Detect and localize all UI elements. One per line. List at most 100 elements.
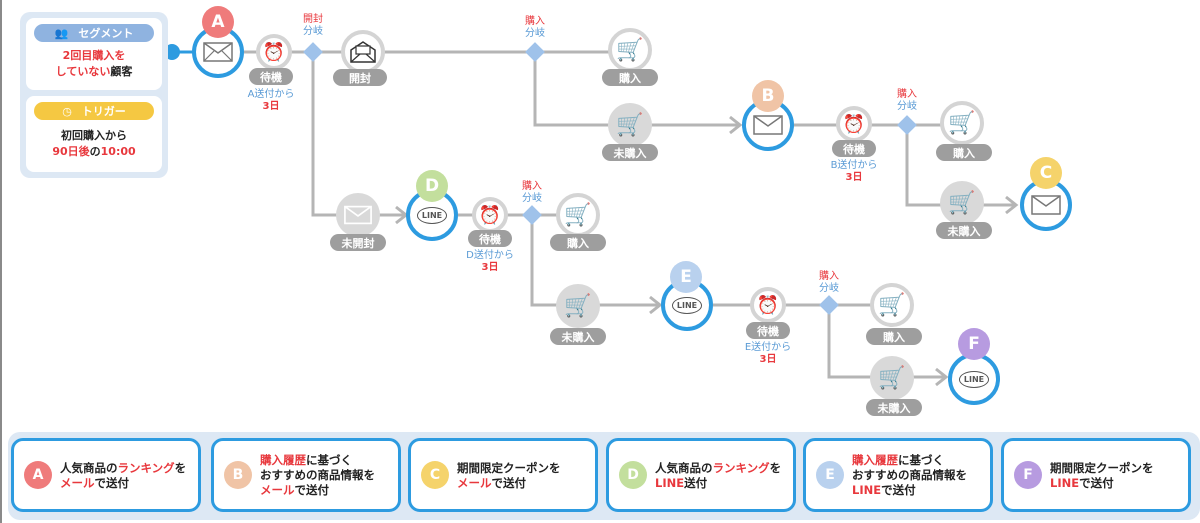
cart-icon: 🛒 — [616, 112, 644, 138]
outcome-not-purchased-label-4: 未購入 — [866, 399, 922, 416]
legend-badge: C — [421, 461, 449, 489]
line-logo-icon: LINE — [416, 206, 448, 224]
legend-badge: D — [619, 461, 647, 489]
outcome-purchased-node-1: 🛒 — [608, 28, 652, 72]
line-logo-icon: LINE — [671, 296, 703, 314]
segment-pill: 👥 セグメント — [34, 24, 154, 42]
branch-diamond-purchase-4 — [819, 295, 839, 315]
legend-card-c: C 期間限定クーポンをメールで送付 — [408, 438, 598, 512]
branch-label-open: 開封分岐 — [303, 14, 323, 37]
node-badge-d: D — [416, 170, 448, 202]
outcome-purchased-label-1: 購入 — [602, 69, 658, 86]
branch-label-purchase-4: 購入分岐 — [819, 271, 839, 294]
outcome-not-purchased-label-3: 未購入 — [550, 328, 606, 345]
outcome-not-purchased-node-4: 🛒 — [870, 356, 914, 400]
wait-label-1: 待機 — [249, 68, 293, 85]
node-badge-e: E — [670, 261, 702, 293]
legend-description: 購入履歴に基づくおすすめの商品情報をメールで送付 — [260, 453, 375, 497]
segment-card: 👥 セグメント 2回目購入を していない顧客 — [26, 18, 162, 90]
outcome-unopened-node — [336, 193, 380, 237]
branch-diamond-open — [303, 42, 323, 62]
outcome-purchased-node-3: 🛒 — [556, 193, 600, 237]
window-left-border — [0, 0, 2, 523]
outcome-opened-node — [341, 30, 385, 74]
branch-label-purchase-2: 購入分岐 — [897, 89, 917, 112]
envelope-icon — [753, 115, 783, 135]
branch-label-purchase-3: 購入分岐 — [522, 181, 542, 204]
node-badge-b: B — [752, 80, 784, 112]
wait-node-3: ⏰ — [472, 197, 508, 233]
node-badge-a: A — [202, 6, 234, 38]
outcome-not-purchased-node-3: 🛒 — [556, 284, 600, 328]
node-badge-f: F — [958, 328, 990, 360]
cart-icon: 🛒 — [564, 293, 592, 319]
wait-node-2: ⏰ — [836, 106, 872, 142]
outcome-opened-label: 開封 — [333, 69, 387, 86]
open-envelope-icon — [350, 41, 376, 63]
trigger-condition: 初回購入から 90日後の10:00 — [52, 129, 136, 158]
node-f-line[interactable]: LINE — [948, 353, 1000, 405]
alarm-clock-icon: ⏰ — [478, 204, 502, 226]
legend-badge: B — [224, 461, 252, 489]
flow-connectors — [164, 42, 1019, 387]
segment-condition: 2回目購入を していない顧客 — [55, 49, 133, 78]
node-badge-c: C — [1030, 157, 1062, 189]
outcome-purchased-node-4: 🛒 — [870, 283, 914, 327]
alarm-clock-icon: ⏰ — [262, 41, 286, 63]
wait-node-4: ⏰ — [750, 287, 786, 323]
users-icon: 👥 — [54, 26, 69, 40]
cart-icon: 🛒 — [616, 37, 644, 63]
outcome-not-purchased-node-1: 🛒 — [608, 103, 652, 147]
node-e-line[interactable]: LINE — [661, 279, 713, 331]
cart-icon: 🛒 — [878, 365, 906, 391]
branch-diamond-purchase-3 — [522, 205, 542, 225]
alarm-clock-icon: ⏰ — [756, 294, 780, 316]
outcome-not-purchased-label-1: 未購入 — [602, 144, 658, 161]
branch-diamond-purchase-2 — [897, 115, 917, 135]
legend-badge: E — [816, 461, 844, 489]
outcome-not-purchased-node-2: 🛒 — [940, 181, 984, 225]
branch-label-purchase-1: 購入分岐 — [525, 16, 545, 39]
wait-label-3: 待機 — [468, 230, 512, 247]
envelope-icon — [344, 205, 372, 225]
branch-diamond-purchase-1 — [525, 42, 545, 62]
envelope-icon — [203, 42, 233, 62]
line-logo-icon: LINE — [958, 370, 990, 388]
legend-description: 人気商品のランキングをメールで送付 — [60, 461, 187, 490]
cart-icon: 🛒 — [878, 292, 906, 318]
cart-icon: 🛒 — [564, 202, 592, 228]
envelope-icon — [1031, 195, 1061, 215]
node-b-mail[interactable] — [742, 99, 794, 151]
outcome-purchased-label-2: 購入 — [936, 144, 992, 161]
outcome-purchased-label-3: 購入 — [550, 234, 606, 251]
outcome-purchased-label-4: 購入 — [866, 328, 922, 345]
clock-icon: ◷ — [62, 104, 72, 118]
legend-badge: A — [24, 461, 52, 489]
wait-label-2: 待機 — [832, 140, 876, 157]
legend-description: 期間限定クーポンをメールで送付 — [457, 461, 561, 490]
trigger-pill: ◷ トリガー — [34, 102, 154, 120]
outcome-unopened-label: 未開封 — [330, 234, 386, 251]
trigger-card: ◷ トリガー 初回購入から 90日後の10:00 — [26, 96, 162, 172]
cart-icon: 🛒 — [948, 110, 976, 136]
wait-node-1: ⏰ — [256, 34, 292, 70]
start-dot — [164, 44, 180, 60]
legend: A 人気商品のランキングをメールで送付 B 購入履歴に基づくおすすめの商品情報をメール… — [8, 432, 1200, 520]
legend-card-a: A 人気商品のランキングをメールで送付 — [11, 438, 201, 512]
outcome-not-purchased-label-2: 未購入 — [936, 222, 992, 239]
wait-label-4: 待機 — [746, 322, 790, 339]
alarm-clock-icon: ⏰ — [842, 113, 866, 135]
legend-badge: F — [1014, 461, 1042, 489]
outcome-purchased-node-2: 🛒 — [940, 101, 984, 145]
legend-card-b: B 購入履歴に基づくおすすめの商品情報をメールで送付 — [211, 438, 401, 512]
cart-icon: 🛒 — [948, 190, 976, 216]
